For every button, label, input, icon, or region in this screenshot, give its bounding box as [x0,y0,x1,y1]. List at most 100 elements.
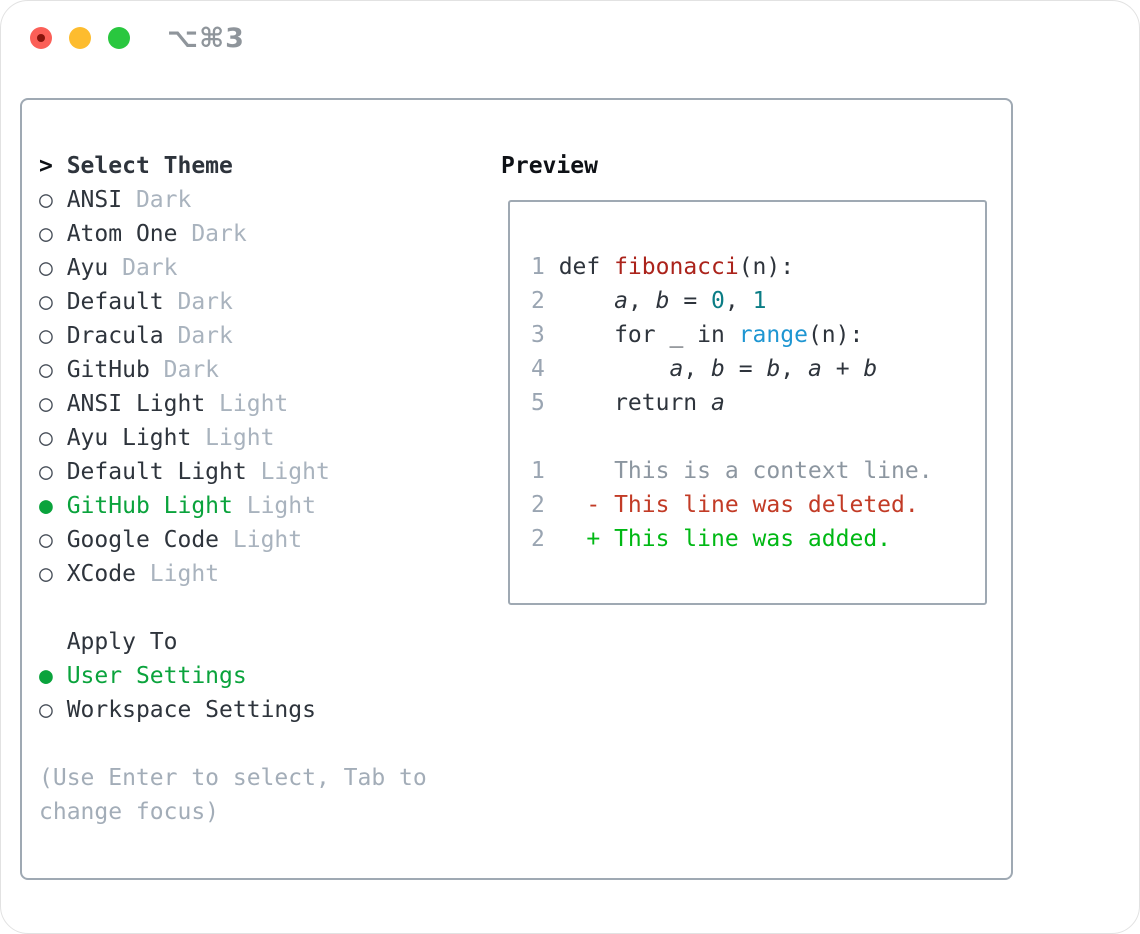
preview-title: Preview [501,153,598,179]
theme-option-github-light[interactable]: ● GitHub Light Light [39,489,427,523]
code-token: (n): [738,254,795,280]
apply-to-title: Apply To [66,629,178,655]
preview-line: 1 def fibonacci(n): [531,250,985,284]
theme-option-default-light[interactable]: ○ Default Light Light [39,455,427,489]
radio-icon: ○ [39,357,67,383]
line-number: 5 [531,390,545,416]
window-title-shortcut: ⌥⌘3 [167,23,245,54]
radio-icon: ○ [39,697,67,723]
close-button[interactable] [30,27,52,49]
prompt-icon: > [39,153,67,179]
apply-option-workspace-settings[interactable]: ○ Workspace Settings [39,693,427,727]
apply-option-label: Workspace Settings [66,697,316,723]
preview-line: 2 - This line was deleted. [531,488,985,522]
theme-option-default[interactable]: ○ Default Dark [39,285,427,319]
code-token: , [627,288,656,314]
radio-icon: ○ [39,391,67,417]
radio-icon: ○ [39,187,67,213]
theme-option-xcode[interactable]: ○ XCode Light [39,557,427,591]
code-token: fibonacci [614,254,739,280]
code-token: b [766,356,781,382]
theme-option-ayu-light[interactable]: ○ Ayu Light Light [39,421,427,455]
code-token: for _ in [558,322,739,348]
code-token: , [724,288,753,314]
preview-line: 5 return a [531,386,985,420]
code-token: range [738,322,808,348]
titlebar: ⌥⌘3 [1,1,1139,75]
preview-line: 1 This is a context line. [531,454,985,488]
preview-line: 2 a, b = 0, 1 [531,284,985,318]
code-token: a [711,390,725,416]
line-number: 1 [531,254,545,280]
radio-icon: ○ [39,323,67,349]
code-token: def [558,254,615,280]
code-token: - This line was deleted. [558,492,919,518]
theme-name: Ayu [66,255,109,281]
radio-icon: ○ [39,459,67,485]
zoom-button[interactable] [108,27,130,49]
theme-name: XCode [66,561,136,587]
theme-name: ANSI [66,187,123,213]
theme-option-dracula[interactable]: ○ Dracula Dark [39,319,427,353]
theme-name: Google Code [66,527,220,553]
radio-icon: ● [39,493,67,519]
code-token: 0 [711,288,725,314]
line-number: 2 [531,526,545,552]
hint-line-1: (Use Enter to select, Tab to [39,765,427,791]
code-token: + [821,356,864,382]
code-token: (n): [807,322,864,348]
code-token: a [669,356,684,382]
variant-label: Dark [108,255,178,281]
theme-picker-panel: > Select Theme○ ANSI Dark○ Atom One Dark… [20,98,1013,880]
code-token: + This line was added. [558,526,892,552]
variant-label: Light [232,493,316,519]
code-token: , [683,356,712,382]
theme-option-ansi-light[interactable]: ○ ANSI Light Light [39,387,427,421]
code-token: a [614,288,628,314]
variant-label: Dark [177,221,247,247]
variant-label: Light [219,527,303,553]
theme-list-title: Select Theme [66,153,233,179]
variant-label: Light [246,459,330,485]
radio-icon: ○ [39,561,67,587]
hint-line-2: change focus) [39,799,220,825]
preview-blank-line [531,216,985,250]
radio-icon: ● [39,663,67,689]
code-token: b [863,356,878,382]
left-column: > Select Theme○ ANSI Dark○ Atom One Dark… [39,149,427,829]
variant-label: Dark [149,357,220,383]
code-token [559,288,614,314]
preview-line: 2 + This line was added. [531,522,985,556]
code-token: a [808,356,822,382]
theme-option-atom-one[interactable]: ○ Atom One Dark [39,217,427,251]
minimize-button[interactable] [69,27,91,49]
variant-label: Light [205,391,289,417]
theme-name: Dracula [66,323,164,349]
preview-line: 3 for _ in range(n): [531,318,985,352]
variant-label: Light [191,425,275,451]
code-token: 1 [752,288,767,314]
line-number: 1 [531,458,545,484]
radio-icon: ○ [39,527,67,553]
theme-option-google-code[interactable]: ○ Google Code Light [39,523,427,557]
radio-icon: ○ [39,255,67,281]
preview-line: 4 a, b = b, a + b [531,352,985,386]
radio-icon: ○ [39,221,67,247]
theme-name: GitHub Light [66,493,233,519]
apply-to-list: Apply To● User Settings○ Workspace Setti… [39,625,427,727]
code-token: This is a context line. [558,458,933,484]
code-token: return [558,390,712,416]
theme-name: Atom One [66,221,178,247]
apply-option-label: User Settings [66,663,247,689]
variant-label: Dark [163,323,233,349]
theme-option-ansi[interactable]: ○ ANSI Dark [39,183,427,217]
theme-option-ayu[interactable]: ○ Ayu Dark [39,251,427,285]
spacer [39,629,67,655]
theme-option-github[interactable]: ○ GitHub Dark [39,353,427,387]
variant-label: Dark [122,187,192,213]
theme-name: ANSI Light [66,391,206,417]
radio-icon: ○ [39,425,67,451]
apply-option-user-settings[interactable]: ● User Settings [39,659,427,693]
